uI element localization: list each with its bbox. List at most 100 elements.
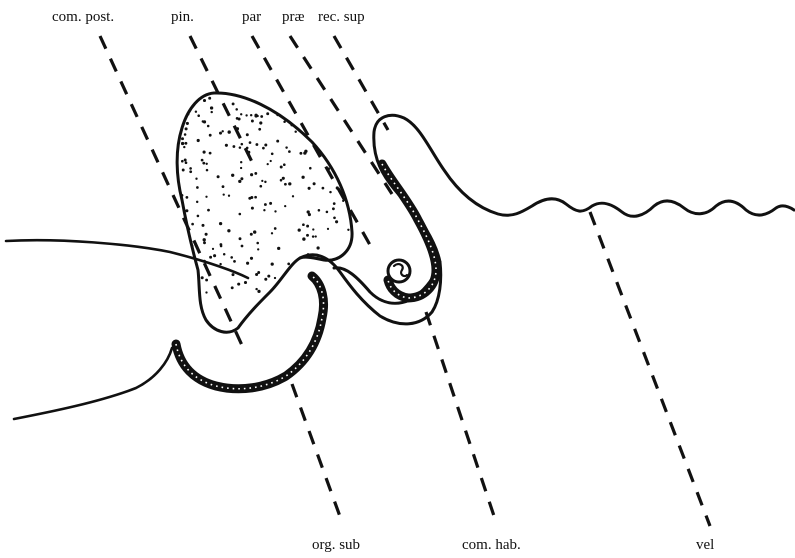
stipple-dot [185,161,188,164]
stipple-dot [262,147,265,150]
stipple-dot [264,144,267,147]
stipple-dot [241,245,244,248]
stipple-dot [182,169,185,172]
stipple-dot [254,114,257,117]
stipple-dot [276,114,278,116]
stipple-dot [202,162,205,165]
stipple-dot [267,163,269,165]
stipple-dot [246,262,249,265]
stipple-dot [333,202,336,205]
stipple-dot [213,254,216,257]
stipple-dot [209,256,212,259]
stipple-dot [232,102,235,105]
label-org-sub: org. sub [312,537,360,553]
label-rec-sup: rec. sup [318,9,365,25]
stipple-dot [231,286,234,289]
stipple-dot [259,121,262,124]
stipple-dot [329,191,331,193]
stipple-dot [245,114,247,116]
stipple-dot [201,159,204,162]
stipple-dot [184,142,187,145]
stipple-dot [196,201,198,203]
leader-pin [190,36,256,170]
stipple-dot [203,260,206,263]
leader-com-hab [426,312,496,522]
stipple-dot [187,113,189,115]
stipple-dot [306,225,309,228]
stipple-dot [183,146,185,148]
leader-rec-sup [334,36,388,130]
stipple-dot [197,114,200,117]
stipple-dot [312,228,314,230]
stipple-dot [312,235,314,237]
stipple-dot [288,182,291,185]
stipple-dot [255,288,257,290]
stipple-dot [261,180,263,182]
stipple-dot [282,177,285,180]
stipple-dot [228,195,230,197]
stipple-dot [191,245,194,248]
stipple-dot [288,150,291,153]
stipple-dot [205,279,208,282]
stipple-dot [189,170,192,173]
stipple-dot [260,115,263,118]
stipple-dot [238,117,241,120]
stipple-dot [219,132,222,135]
stipple-dot [258,128,261,131]
stipple-dot [238,180,241,183]
stipple-dot [280,179,283,182]
stipple-dot [244,281,247,284]
stipple-dot [298,228,301,231]
stipple-dot [239,237,242,240]
stipple-dot [257,290,260,293]
stipple-dot [203,238,206,241]
stipple-dot [222,130,224,132]
stipple-dot [240,113,242,115]
stipple-dot [255,273,258,276]
stipple-dot [283,163,286,166]
stipple-dot [292,195,294,197]
stipple-dot [197,139,200,142]
stipple-dot [184,159,187,162]
stipple-dot [308,187,311,190]
stipple-dot [197,215,200,218]
stipple-dot [280,166,283,169]
stipple-dot [240,167,242,169]
stipple-dot [219,222,222,225]
stipple-dot [283,121,286,124]
stipple-dot [284,205,286,207]
stipple-dot [232,273,235,276]
stipple-dot [271,262,274,265]
stipple-dot [205,196,207,198]
stipple-dot [253,230,256,233]
stipple-dot [228,130,231,133]
stipple-dot [256,242,259,245]
stipple-dot [186,196,189,199]
stipple-dot [230,256,233,259]
stipple-dot [326,211,329,214]
stipple-dot [223,253,226,256]
stipple-dot [313,182,316,185]
label-com-post: com. post. [52,9,114,25]
stipple-dot [249,141,252,144]
stipple-dot [246,133,249,136]
upper-left-contour [6,240,248,278]
stipple-dot [205,291,207,293]
stipple-dot [211,111,213,113]
stipple-dot [195,178,197,180]
stipple-dot [241,143,244,146]
stipple-dot [181,194,184,197]
stipple-dot [264,278,267,281]
stipple-dot [251,207,254,210]
stipple-dot [250,173,253,176]
stipple-dot [233,260,236,263]
label-vel: vel [696,537,714,553]
stipple-dot [239,146,242,149]
lower-left-contour [14,348,172,419]
stipple-dot [248,197,251,200]
label-pin: pin. [171,9,194,25]
stipple-dot [299,152,302,155]
recess-knob-curl [394,264,407,276]
stipple-dot [269,202,272,205]
stipple-dot [302,223,305,226]
